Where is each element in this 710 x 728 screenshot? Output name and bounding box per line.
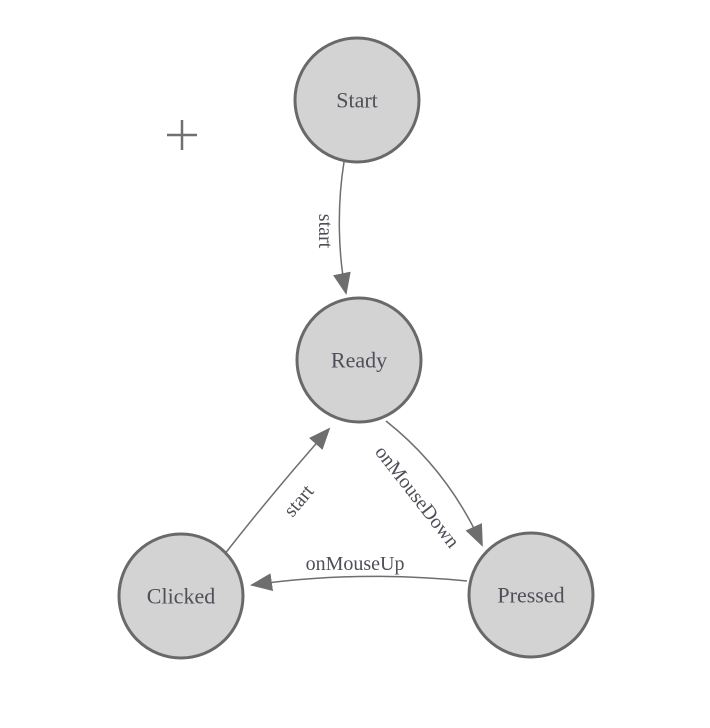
transition-path-clicked-to-ready[interactable] <box>223 427 331 556</box>
transition-label-start-to-ready: start <box>314 214 336 249</box>
transition-edge-ready-to-pressed[interactable]: onMouseDown <box>370 420 483 553</box>
transition-edge-start-to-ready[interactable]: start <box>314 161 351 295</box>
state-node-start[interactable]: Start <box>293 36 421 164</box>
state-node-clicked[interactable]: Clicked <box>117 532 245 660</box>
transition-label-ready-to-pressed: onMouseDown <box>370 442 463 553</box>
transition-path-ready-to-pressed[interactable] <box>385 420 483 547</box>
transition-edge-clicked-to-ready[interactable]: start <box>223 427 331 556</box>
state-node-ready[interactable]: Ready <box>295 296 423 424</box>
transition-label-pressed-to-clicked: onMouseUp <box>306 553 405 575</box>
transition-label-clicked-to-ready: start <box>280 480 319 521</box>
state-node-pressed[interactable]: Pressed <box>467 531 595 659</box>
transition-path-start-to-ready[interactable] <box>333 161 351 295</box>
transition-edge-pressed-to-clicked[interactable]: onMouseUp <box>250 553 468 592</box>
state-circle-clicked[interactable] <box>117 532 245 660</box>
state-circle-ready[interactable] <box>295 296 423 424</box>
transition-path-pressed-to-clicked[interactable] <box>250 573 468 592</box>
crosshair-icon <box>167 120 197 150</box>
state-circle-pressed[interactable] <box>467 531 595 659</box>
state-circle-start[interactable] <box>293 36 421 164</box>
